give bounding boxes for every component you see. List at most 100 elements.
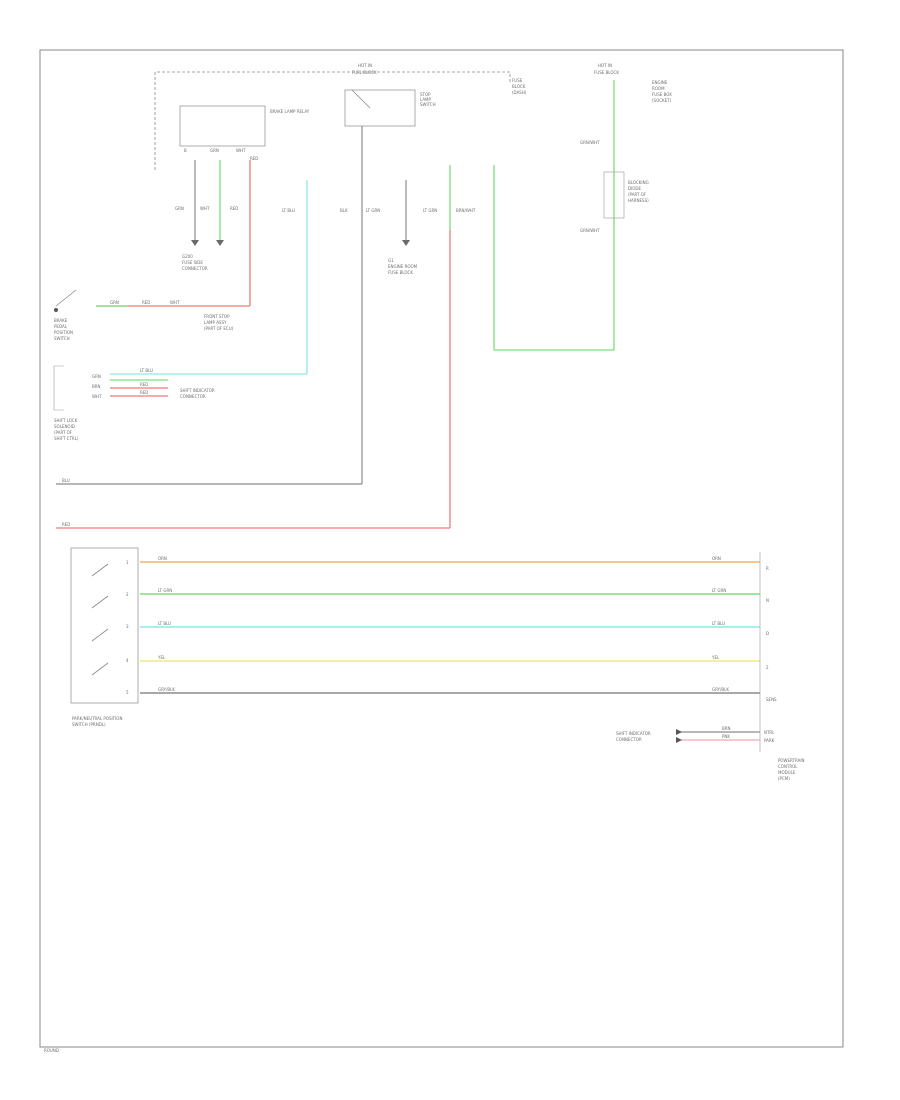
tcm-2: CONTROL <box>778 764 798 769</box>
shift-note-2: CONNECTOR <box>180 394 206 399</box>
relay-box-1: FRONT STOP <box>204 314 230 319</box>
pedal-switch-contact <box>55 289 77 307</box>
top-feed-bus <box>154 71 511 170</box>
pedal-switch-pivot <box>54 308 58 312</box>
sw-pin-5: 5 <box>126 690 129 695</box>
conn-c: WHT <box>236 148 246 153</box>
bus-left-tag-2: LT GRN <box>158 588 172 593</box>
tcm-1: POWERTRAIN <box>778 758 805 763</box>
fuse-note-1: FUSE <box>512 78 523 83</box>
relay-label: BRAKE LAMP RELAY <box>270 109 310 114</box>
side-tag-a: LT BLU <box>140 368 153 373</box>
tag-10: GRN/WHT <box>580 228 600 233</box>
lamp-tag-b: RED <box>142 300 150 305</box>
prndl-contact-1 <box>91 563 109 577</box>
tcm-in-p1: NTRL <box>764 730 775 735</box>
rail-b: RED <box>62 522 70 527</box>
conn-e: LT BLU <box>282 208 295 213</box>
bus-right-tag-4: YEL <box>711 655 720 660</box>
shift-note-1: SHIFT INDICATOR <box>180 388 215 393</box>
tcm-3: MODULE <box>778 770 796 775</box>
footer-code: ROUND <box>44 1048 59 1053</box>
tcm-arrow-a <box>676 729 682 735</box>
conn-a: B <box>184 148 187 153</box>
stop-label-2: LAMP <box>420 97 432 102</box>
bus-right-tag-2: LT GRN <box>712 588 726 593</box>
sw-pin-2: 2 <box>126 592 129 597</box>
sw-pin-1: 1 <box>126 560 129 565</box>
sw-block-2: SWITCH (PRNDL) <box>72 722 106 727</box>
bus-pin-4: 2 <box>766 665 769 670</box>
right-note-4: (SOCKET) <box>652 98 672 103</box>
ground-arrow-a2 <box>216 240 224 246</box>
bus-pin-3: D <box>766 631 769 636</box>
bus-left-tag-4: YEL <box>157 655 166 660</box>
fuse-note-3: (DASH) <box>512 90 527 95</box>
ground-b-3: FUSE BLOCK <box>388 270 413 275</box>
tcm-in-t2: PNK <box>722 734 730 739</box>
bus-pin-2: N <box>766 598 769 603</box>
prndl-contact-2 <box>91 595 109 609</box>
tag-6: LT GRN <box>366 208 380 213</box>
bus-right-tag-5: GRY/BLK <box>712 687 729 692</box>
lamp-tag-c: WHT <box>170 300 180 305</box>
tag-7: LT GRN <box>423 208 437 213</box>
diode-4: HARNESS) <box>628 198 649 203</box>
relay-block <box>179 105 266 147</box>
conn-d: RED <box>250 156 258 161</box>
diode-3: (PART OF <box>628 192 647 197</box>
sw-block-1: PARK/NEUTRAL POSITION <box>72 716 122 721</box>
stop-label-1: STOP <box>420 92 431 97</box>
rail-a: BLU <box>62 478 70 483</box>
side-sensor-2: SOLENOID <box>54 424 75 429</box>
diode-2: DIODE <box>628 186 641 191</box>
tcm-in-b: CONNECTOR <box>616 737 642 742</box>
side-sensor-bracket <box>53 365 64 411</box>
diagram-frame <box>39 49 844 1048</box>
bus-label: FUEL BLOCK <box>352 70 377 75</box>
stop-label-3: SWITCH <box>420 102 436 107</box>
tag-8: BRN/WHT <box>456 208 476 213</box>
bus-right-tag-3: LT BLU <box>712 621 725 626</box>
hot-at-label: HOT IN <box>358 63 372 68</box>
bus-right-tag-1: ORN <box>712 556 721 561</box>
ground-b-2: ENGINE ROOM <box>388 264 418 269</box>
bus-pin-5: SENS <box>766 697 777 702</box>
sw-pin-3: 3 <box>126 624 129 629</box>
fuse-note-2: BLOCK <box>512 84 526 89</box>
tcm-arrow-b <box>676 737 682 743</box>
tcm-in-t1: BRN <box>722 726 731 731</box>
bus-left-tag-3: LT BLU <box>158 621 171 626</box>
ground-b-1: G1 <box>388 258 394 263</box>
hot-at-right-label: HOT IN <box>598 63 612 68</box>
lamp-tag-a: GRN <box>110 300 119 305</box>
ground-a-3: CONNECTOR <box>182 266 208 271</box>
switch-contact <box>351 89 371 109</box>
lamp-sw-1: BRAKE <box>54 318 68 323</box>
side-tag-c: RED <box>140 390 148 395</box>
tcm-4: (PCM) <box>778 776 790 781</box>
relay-box-2: LAMP ASSY <box>204 320 227 325</box>
sw-pin-4: 4 <box>126 658 129 663</box>
lamp-sw-4: SWITCH <box>54 336 70 341</box>
bus-left-tag-5: GRY/BLK <box>158 687 175 692</box>
side-pin-c: WHT <box>92 394 102 399</box>
bus-left-tag-1: ORN <box>158 556 167 561</box>
ground-a-1: G200 <box>182 254 193 259</box>
tag-1: GRN <box>175 206 184 211</box>
conn-b: GRN <box>210 148 219 153</box>
stop-switch-block <box>344 89 416 127</box>
relay-box-3: (PART OF ECU) <box>204 326 234 331</box>
side-pin-b: BRN <box>92 384 101 389</box>
ground-arrow-a1 <box>191 240 199 246</box>
side-sensor-1: SHIFT LOCK <box>54 418 78 423</box>
right-note-3: FUSE BOX <box>652 92 672 97</box>
side-sensor-3: (PART OF <box>54 430 73 435</box>
lamp-sw-2: PEDAL <box>54 324 68 329</box>
prndl-contact-3 <box>91 628 109 642</box>
tcm-in-a: SHIFT INDICATOR <box>616 731 651 736</box>
bus-right-label: FUSE BLOCK <box>594 70 619 75</box>
prndl-contact-4 <box>91 662 109 676</box>
